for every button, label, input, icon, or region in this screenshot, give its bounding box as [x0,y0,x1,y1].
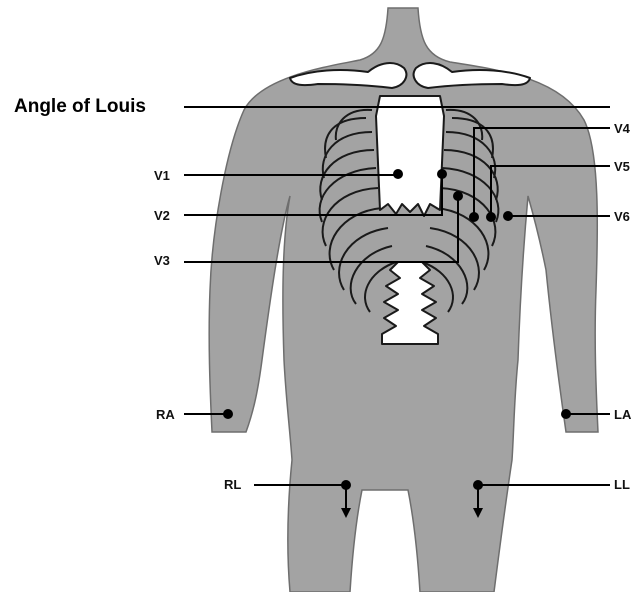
la-electrode [561,409,571,419]
v4-electrode [469,212,479,222]
ra-label: RA [156,407,175,422]
v3-electrode [453,191,463,201]
angle-of-louis-label: Angle of Louis [14,96,146,117]
v4-label: V4 [614,121,631,136]
sternum [376,96,444,216]
rl-label: RL [224,477,241,492]
v6-label: V6 [614,209,630,224]
ll-label: LL [614,477,630,492]
v1-label: V1 [154,168,170,183]
v6-electrode [503,211,513,221]
v5-electrode [486,212,496,222]
la-label: LA [614,407,632,422]
v5-label: V5 [614,159,630,174]
v1-electrode [393,169,403,179]
ra-electrode [223,409,233,419]
v3-label: V3 [154,253,170,268]
v2-electrode [437,169,447,179]
v2-label: V2 [154,208,170,223]
